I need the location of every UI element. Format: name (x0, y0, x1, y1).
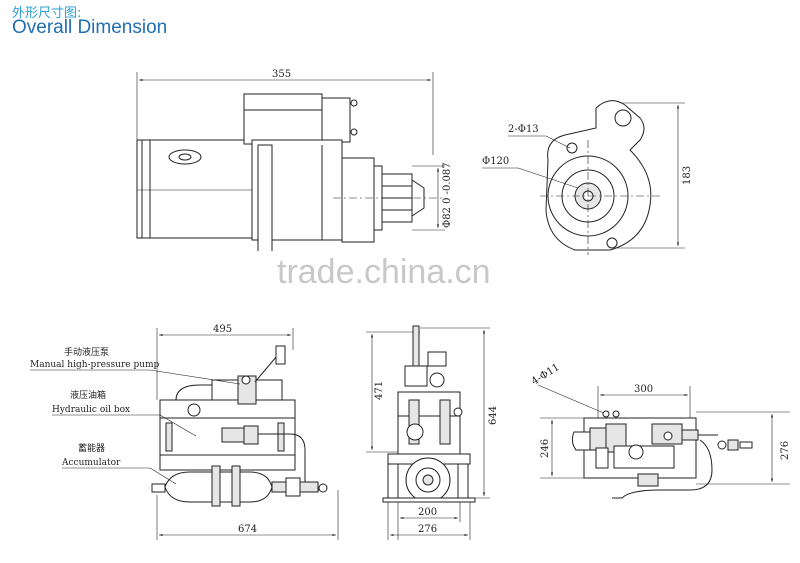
label-acc-cn: 蓄能器 (78, 442, 105, 454)
dim-top-246: 246 (540, 439, 551, 458)
label-box-en: Hydraulic oil box (52, 405, 130, 415)
dim-300: 300 (634, 384, 653, 395)
dim-length-355: 355 (272, 69, 291, 80)
starter-end-view: 183 2-Φ13 Φ120 (482, 100, 693, 255)
watermark-text: trade.china.cn (277, 253, 491, 291)
dim-holes-4-11: 4-Φ11 (530, 362, 562, 388)
title-chinese: 外形尺寸图: (12, 6, 82, 21)
dim-flange-120: Φ120 (482, 156, 509, 167)
hydraulic-front-view: 495 674 手动液压泵 Manual high- (30, 324, 339, 540)
dim-471: 471 (374, 381, 385, 400)
dim-200: 200 (418, 507, 437, 518)
label-box-cn: 液压油箱 (70, 389, 106, 401)
starter-side-view: 355 Φ82 0 -0.087 (136, 69, 453, 256)
dim-644: 644 (488, 406, 499, 425)
label-pump-cn: 手动液压泵 (64, 346, 109, 358)
dim-495: 495 (213, 324, 232, 335)
dim-side-276: 276 (418, 524, 437, 535)
dim-height-183: 183 (682, 166, 693, 185)
hydraulic-top-view: 300 4-Φ11 246 276 (530, 362, 791, 499)
label-acc-en: Accumulator (61, 458, 121, 468)
label-pump-en: Manual high-pressure pump (30, 360, 160, 370)
hydraulic-side-view: 471 644 200 276 (366, 325, 499, 540)
dim-holes-2-13: 2-Φ13 (508, 124, 539, 135)
dim-674: 674 (238, 524, 257, 535)
dim-top-276: 276 (780, 441, 791, 460)
title-english: Overall Dimension (12, 17, 168, 38)
dim-shaft-82: Φ82 0 -0.087 (442, 162, 453, 228)
watermark: trade.china.cn (250, 251, 540, 293)
